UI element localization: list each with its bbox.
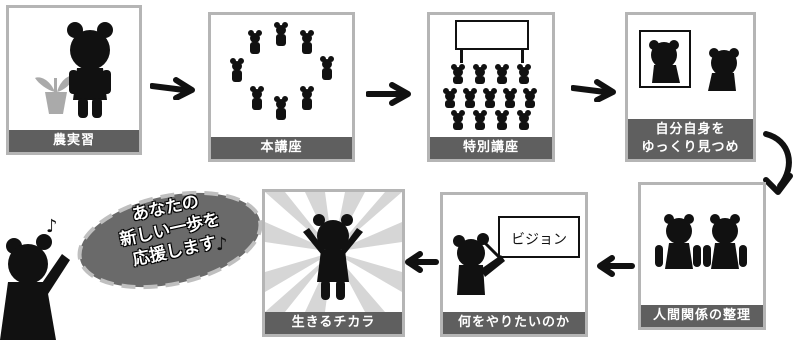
step-caption: 生きるチカラ — [265, 312, 402, 334]
arrow-left-icon — [405, 251, 439, 273]
celebrating-bear-illustration — [265, 192, 402, 312]
music-note-icon: ♪ — [216, 234, 228, 255]
bear-silhouette-icon — [303, 214, 363, 300]
arrow-right-icon — [571, 79, 616, 102]
step-panel-special-course: 特別講座 — [427, 12, 555, 162]
arrow-curve-down-icon — [763, 131, 793, 195]
arrow-right-icon — [366, 82, 411, 106]
audience-bears-icon — [443, 64, 537, 130]
step-panel-relationships: 人間関係の整理 — [638, 182, 766, 330]
vision-board-icon — [498, 216, 580, 258]
bear-silhouette-icon — [67, 22, 113, 118]
bear-silhouette-icon — [0, 234, 70, 340]
music-note-icon: ♪ — [46, 216, 58, 237]
two-bears-illustration — [655, 214, 747, 269]
bear-silhouette-icon — [655, 214, 747, 269]
step-caption: 人間関係の整理 — [641, 305, 763, 327]
badge-illustration — [0, 190, 263, 340]
vision-board-illustration — [453, 216, 580, 295]
step-panel-self-reflection: 自分自身を ゆっくり見つめ — [625, 12, 756, 162]
step-panel-farm-practice: 農実習 — [6, 5, 142, 155]
farm-illustration — [35, 22, 113, 118]
step-panel-main-course: 本講座 — [208, 12, 355, 162]
bear-silhouette-icon — [453, 233, 505, 295]
step-panel-power-to-live: 生きるチカラ — [262, 189, 405, 337]
bear-silhouette-icon — [649, 40, 739, 91]
support-badge: ♪ ♪ — [0, 182, 263, 340]
screen-board-icon — [455, 20, 529, 63]
mirror-illustration — [639, 30, 739, 91]
lecture-hall-illustration — [443, 20, 537, 130]
step-caption: 特別講座 — [430, 137, 552, 159]
vision-board-label: ビジョン — [511, 232, 567, 248]
step-caption: 農実習 — [9, 130, 139, 152]
arrow-left-icon — [597, 255, 635, 277]
step-caption: 何をやりたいのか — [443, 312, 585, 334]
step-panel-what-to-do: ビジョン 何をやりたいのか — [440, 192, 588, 337]
circle-of-bears-illustration — [230, 22, 334, 120]
arrow-right-icon — [150, 77, 195, 100]
step-caption: 本講座 — [211, 137, 352, 159]
speech-badge-shape — [77, 190, 263, 290]
step-caption: 自分自身を ゆっくり見つめ — [628, 119, 753, 159]
bear-silhouette-icon — [230, 22, 334, 120]
